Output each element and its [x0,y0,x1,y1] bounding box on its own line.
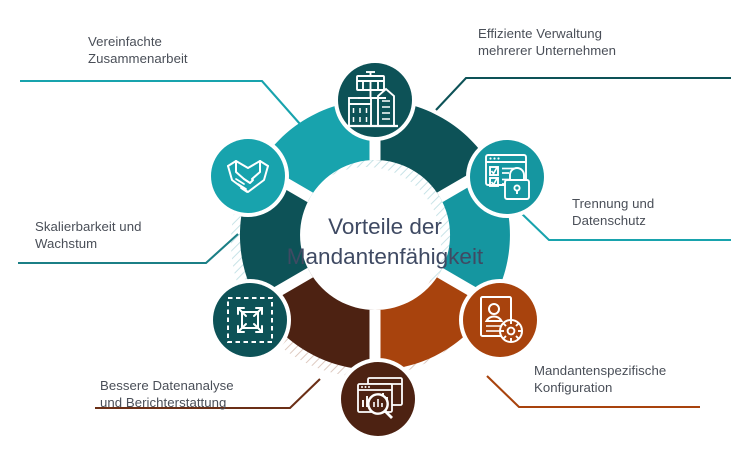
icon-node-multi-company[interactable] [334,59,416,141]
office-buildings-icon [345,71,398,128]
connector-reporting [95,378,321,410]
label-simplified-collaboration: Vereinfachte Zusammenarbeit [88,34,188,66]
label-tenant-configuration: Mandantenspezifische Konfiguration [534,363,667,395]
document-user-gear-icon [480,296,523,343]
label-multi-company: Effiziente Verwaltung mehrerer Unternehm… [478,26,617,58]
icon-node-tenant-configuration[interactable] [459,279,541,361]
icon-circle-separation-privacy [470,140,544,214]
connector-separation [519,211,731,242]
icon-circle-simplified-collaboration [211,139,285,213]
connector-configuration [486,375,700,409]
icon-circle-scalability-growth [213,283,287,357]
chart-magnifier-icon [357,377,403,419]
label-scalability-growth: Skalierbarkeit und Wachstum [35,219,142,251]
connector-collaboration [20,79,301,125]
icon-node-scalability-growth[interactable] [209,279,291,361]
page-title: Vorteile der Mandantenfähigkeit [286,214,484,269]
handshake-icon [227,160,269,193]
icon-node-simplified-collaboration[interactable] [207,135,289,217]
connector-scalability [18,233,239,265]
icon-node-analytics-reporting[interactable] [337,358,419,440]
icon-node-separation-privacy[interactable] [466,136,548,218]
connector-lines [18,76,731,410]
connector-multi-company [435,76,731,111]
label-analytics-reporting: Bessere Datenanalyse und Berichterstattu… [100,378,234,410]
checklist-lock-icon [485,154,530,200]
expand-arrows-icon [227,297,273,343]
label-separation-privacy: Trennung und Datenschutz [572,196,655,228]
